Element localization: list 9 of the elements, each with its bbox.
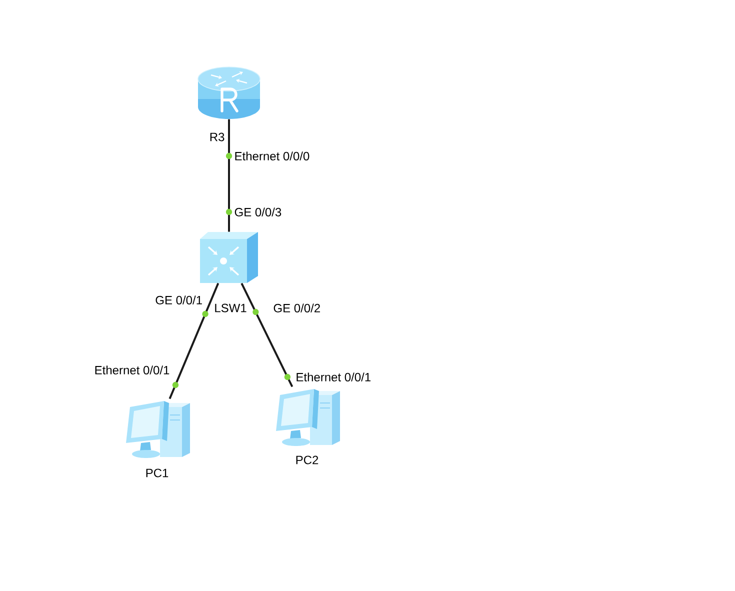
device-label: R3 (210, 132, 224, 142)
port-label: GE 0/0/3 (234, 208, 282, 216)
cable-line (228, 119, 230, 232)
device-label: PC2 (296, 456, 318, 464)
device-label: PC1 (146, 468, 168, 478)
cable-line (168, 282, 220, 400)
device-label: LSW1 (215, 304, 246, 312)
port-label: GE 0/0/1 (156, 296, 202, 304)
port-label: GE 0/0/2 (274, 304, 320, 312)
